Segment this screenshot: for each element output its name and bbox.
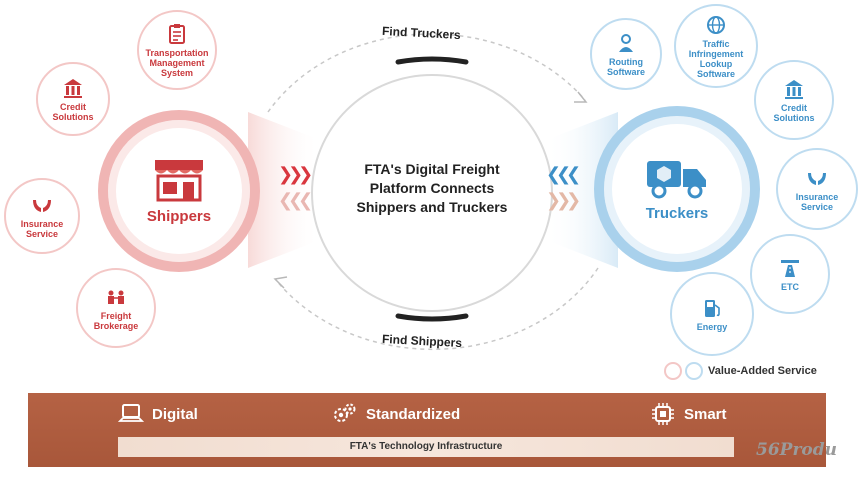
brokerage-icon bbox=[108, 290, 124, 304]
infra-item-label: Standardized bbox=[366, 405, 461, 423]
service-label: Insurance Service bbox=[20, 218, 64, 239]
platform-title: FTA's Digital Freight Platform Connects … bbox=[356, 161, 508, 215]
shippers-hub: Shippers bbox=[98, 110, 260, 272]
infrastructure-bar: Digital Standardized Smart FTA's Technol… bbox=[28, 393, 826, 467]
service-insurance-trucker: Insurance Service bbox=[776, 148, 858, 230]
service-label: Credit Solutions bbox=[773, 102, 815, 123]
laptop-icon bbox=[118, 404, 144, 422]
service-freight-brokerage: Freight Brokerage bbox=[76, 268, 156, 348]
infra-smart: Smart bbox=[650, 401, 727, 427]
service-label: ETC bbox=[781, 281, 799, 292]
service-transportation-management: Transportation Management System bbox=[137, 10, 217, 90]
globe-icon bbox=[707, 15, 725, 34]
bank-icon bbox=[64, 78, 82, 98]
storefront-icon bbox=[155, 159, 203, 201]
service-label: Transportation Management System bbox=[145, 47, 209, 78]
service-label: Insurance Service bbox=[795, 191, 839, 212]
arrow-left-blue-icon: ❮❮❮ bbox=[546, 164, 581, 184]
hands-icon bbox=[808, 172, 826, 185]
chip-icon bbox=[652, 403, 674, 425]
legend: Value-Added Service bbox=[664, 362, 817, 380]
service-label: Routing Software bbox=[606, 56, 645, 77]
service-label: Traffic Infringement Lookup Software bbox=[688, 38, 744, 79]
service-etc: ETC bbox=[750, 234, 830, 314]
clipboard-icon bbox=[169, 23, 185, 44]
service-traffic-infringement-lookup: Traffic Infringement Lookup Software bbox=[674, 4, 758, 88]
hands-icon bbox=[33, 199, 51, 212]
arrow-right-beige-icon: ❯❯❯ bbox=[546, 190, 581, 210]
fuel-pump-icon bbox=[705, 299, 720, 317]
orbit-bottom-arrow bbox=[273, 276, 288, 289]
trucker-cone bbox=[546, 112, 618, 268]
gears-icon bbox=[334, 403, 356, 422]
technology-infrastructure-banner: FTA's Technology Infrastructure bbox=[118, 437, 734, 457]
center-ring bbox=[311, 74, 553, 312]
service-credit-solutions-trucker: Credit Solutions bbox=[754, 60, 834, 140]
top-tick bbox=[395, 56, 469, 65]
infra-digital: Digital bbox=[118, 401, 198, 427]
infra-item-label: Digital bbox=[152, 405, 198, 423]
service-routing-software: Routing Software bbox=[590, 18, 662, 90]
service-label: Energy bbox=[696, 321, 728, 332]
bank-icon bbox=[785, 79, 803, 99]
routing-icon bbox=[619, 33, 633, 52]
bottom-tick bbox=[395, 313, 469, 322]
legend-label: Value-Added Service bbox=[708, 365, 817, 377]
arrow-left-red-icon: ❮❮❮ bbox=[278, 190, 313, 210]
service-insurance-shipper: Insurance Service bbox=[4, 178, 80, 254]
truck-icon bbox=[647, 160, 706, 198]
shipper-cone bbox=[248, 112, 320, 268]
legend-blue-ring bbox=[685, 362, 703, 380]
watermark-logo: 56Produ bbox=[756, 440, 837, 460]
highway-icon bbox=[781, 259, 799, 277]
truckers-label: Truckers bbox=[645, 204, 709, 222]
service-energy: Energy bbox=[670, 272, 754, 356]
orbit-top-arrow bbox=[574, 91, 588, 103]
service-label: Freight Brokerage bbox=[93, 310, 139, 331]
legend-red-ring bbox=[664, 362, 682, 380]
orbit-top bbox=[267, 33, 586, 113]
orbit-bottom bbox=[275, 267, 599, 351]
infra-item-label: Smart bbox=[684, 405, 727, 423]
infra-standardized: Standardized bbox=[332, 401, 460, 427]
service-credit-solutions-shipper: Credit Solutions bbox=[36, 62, 110, 136]
arrow-right-red-icon: ❯❯❯ bbox=[278, 164, 313, 184]
truckers-hub: Truckers bbox=[594, 106, 760, 272]
service-label: Credit Solutions bbox=[52, 101, 94, 122]
shippers-label: Shippers bbox=[146, 207, 212, 225]
